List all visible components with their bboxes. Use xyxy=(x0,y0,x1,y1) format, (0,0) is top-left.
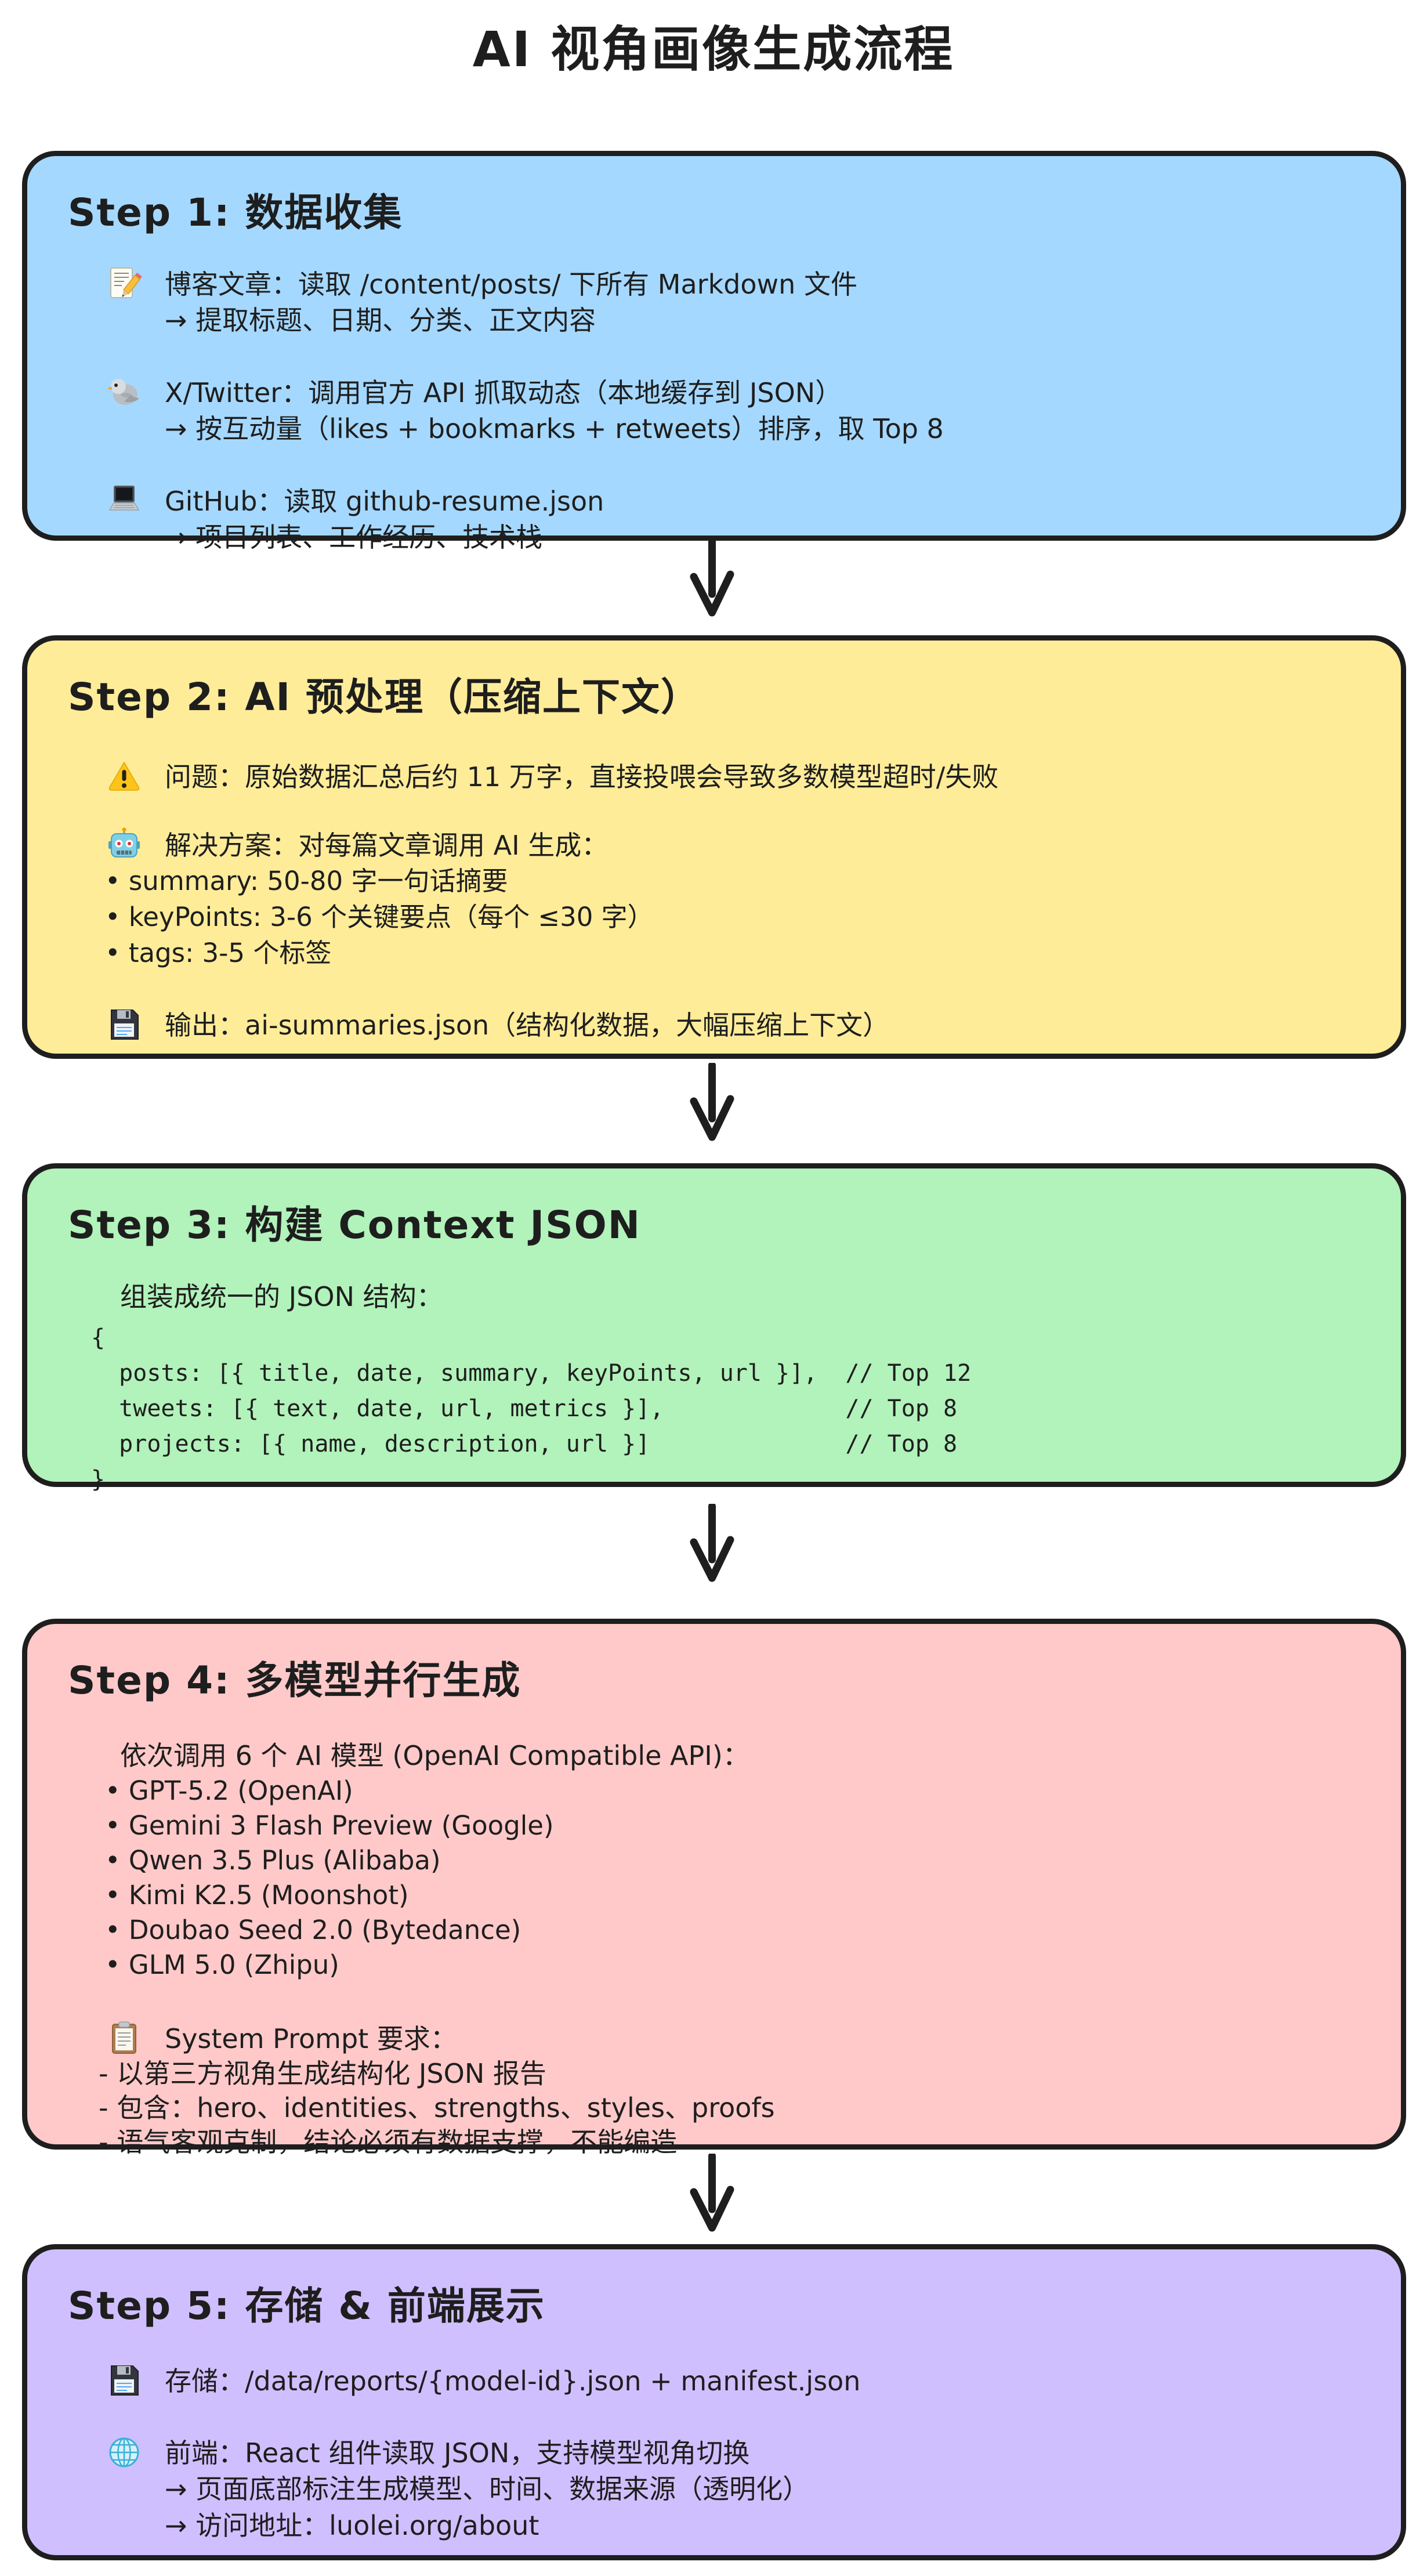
step-4-heading: Step 4: 多模型并行生成 xyxy=(68,1658,521,1703)
code-line-close: } xyxy=(91,1466,106,1493)
step2-bullet-keypoints: • keyPoints: 3-6 个关键要点（每个 ≤30 字） xyxy=(105,902,654,932)
floppy-icon xyxy=(107,2363,143,2399)
step1-github-text: GitHub：读取 github-resume.json xyxy=(165,486,604,517)
step-2-box: Step 2: AI 预处理（压缩上下文） 问题：原始数据汇总后约 11 万字，… xyxy=(22,635,1406,1059)
step-2-heading: Step 2: AI 预处理（压缩上下文） xyxy=(68,675,700,719)
step-5-heading: Step 5: 存储 & 前端展示 xyxy=(68,2284,545,2328)
step2-item-problem: 问题：原始数据汇总后约 11 万字，直接投喂会导致多数模型超时/失败 xyxy=(107,759,1366,795)
step5-storage-text: 存储：/data/reports/{model-id}.json + manif… xyxy=(165,2365,861,2397)
step4-prompt-rules: - 以第三方视角生成结构化 JSON 报告 - 包含：hero、identiti… xyxy=(99,2057,1366,2159)
code-line-open: { xyxy=(91,1325,106,1351)
step2-item-solution: 解决方案：对每篇文章调用 AI 生成： xyxy=(107,827,1366,863)
rule-sections: - 包含：hero、identities、strengths、styles、pr… xyxy=(99,2092,775,2123)
model-qwen: • Qwen 3.5 Plus (Alibaba) xyxy=(105,1845,441,1876)
robot-icon xyxy=(107,827,143,863)
step4-model-list: • GPT-5.2 (OpenAI) • Gemini 3 Flash Prev… xyxy=(105,1774,1366,1982)
warning-icon xyxy=(107,759,143,795)
step5-frontend-text: 前端：React 组件读取 JSON，支持模型视角切换 xyxy=(165,2437,750,2469)
model-gpt: • GPT-5.2 (OpenAI) xyxy=(105,1775,353,1806)
step-1-box: Step 1: 数据收集 博客文章：读取 /content/posts/ 下所有… xyxy=(22,151,1406,553)
step2-output-text: 输出：ai-summaries.json（结构化数据，大幅压缩上下文） xyxy=(165,1010,890,1041)
step-5-box: Step 5: 存储 & 前端展示 存储：/data/reports/{mode… xyxy=(22,2244,1406,2560)
step4-item-prompt: System Prompt 要求： xyxy=(107,2021,1366,2057)
step5-frontend-sub1: → 页面底部标注生成模型、时间、数据来源（透明化） xyxy=(165,2473,810,2505)
page-title: AI 视角画像生成流程 xyxy=(472,21,955,78)
flow-arrow-4 xyxy=(690,2154,734,2232)
model-gemini: • Gemini 3 Flash Preview (Google) xyxy=(105,1810,554,1841)
step3-intro: 组装成统一的 JSON 结构： xyxy=(120,1281,443,1312)
code-line-posts: posts: [{ title, date, summary, keyPoint… xyxy=(91,1360,972,1387)
step2-problem-text: 问题：原始数据汇总后约 11 万字，直接投喂会导致多数模型超时/失败 xyxy=(165,761,999,793)
step1-blog-sub: → 提取标题、日期、分类、正文内容 xyxy=(165,305,596,336)
code-line-tweets: tweets: [{ text, date, url, metrics }], … xyxy=(91,1395,958,1422)
step1-github-sub: → 项目列表、工作经历、技术栈 xyxy=(165,522,543,553)
step-3-heading: Step 3: 构建 Context JSON xyxy=(68,1203,641,1247)
step3-code-block: { posts: [{ title, date, summary, keyPoi… xyxy=(91,1320,1366,1497)
step5-item-storage: 存储：/data/reports/{model-id}.json + manif… xyxy=(107,2363,1366,2399)
clipboard-icon xyxy=(107,2021,143,2057)
step2-solution-text: 解决方案：对每篇文章调用 AI 生成： xyxy=(165,830,609,861)
model-glm: • GLM 5.0 (Zhipu) xyxy=(105,1949,339,1980)
step1-twitter-text: X/Twitter：调用官方 API 抓取动态（本地缓存到 JSON） xyxy=(165,377,842,408)
step5-frontend-sub2: → 访问地址：luolei.org/about xyxy=(165,2510,539,2541)
step2-item-output: 输出：ai-summaries.json（结构化数据，大幅压缩上下文） xyxy=(107,1007,1366,1043)
memo-icon xyxy=(107,266,143,302)
bird-icon xyxy=(107,375,143,411)
globe-icon xyxy=(107,2435,143,2471)
step-3-box: Step 3: 构建 Context JSON 组装成统一的 JSON 结构： … xyxy=(22,1163,1406,1493)
step-4-box: Step 4: 多模型并行生成 依次调用 6 个 AI 模型 (OpenAI C… xyxy=(22,1619,1406,2158)
step2-bullet-tags: • tags: 3-5 个标签 xyxy=(105,938,332,968)
step4-prompt-title: System Prompt 要求： xyxy=(165,2023,457,2054)
model-doubao: • Doubao Seed 2.0 (Bytedance) xyxy=(105,1915,521,1945)
step1-item-twitter: X/Twitter：调用官方 API 抓取动态（本地缓存到 JSON） → 按互… xyxy=(107,375,1366,447)
flow-arrow-3 xyxy=(690,1504,734,1582)
step-1-heading: Step 1: 数据收集 xyxy=(68,190,403,235)
step1-item-github: GitHub：读取 github-resume.json → 项目列表、工作经历… xyxy=(107,483,1366,556)
step1-twitter-sub: → 按互动量（likes + bookmarks + retweets）排序，取… xyxy=(165,413,944,444)
flow-arrow-1 xyxy=(690,538,734,617)
rule-perspective: - 以第三方视角生成结构化 JSON 报告 xyxy=(99,2058,546,2089)
step2-bullets: • summary: 50-80 字一句话摘要 • keyPoints: 3-6… xyxy=(105,863,1366,971)
flow-arrow-2 xyxy=(690,1063,734,1141)
model-kimi: • Kimi K2.5 (Moonshot) xyxy=(105,1880,409,1911)
step4-intro: 依次调用 6 个 AI 模型 (OpenAI Compatible API)： xyxy=(120,1740,749,1771)
rule-tone: - 语气客观克制，结论必须有数据支撑，不能编造 xyxy=(99,2126,678,2158)
floppy-icon xyxy=(107,1007,143,1043)
code-line-projects: projects: [{ name, description, url }] /… xyxy=(91,1431,958,1457)
step1-item-blog: 博客文章：读取 /content/posts/ 下所有 Markdown 文件 … xyxy=(107,266,1366,339)
step1-blog-text: 博客文章：读取 /content/posts/ 下所有 Markdown 文件 xyxy=(165,269,857,300)
step2-bullet-summary: • summary: 50-80 字一句话摘要 xyxy=(105,866,508,896)
laptop-icon xyxy=(107,483,143,519)
step5-item-frontend: 前端：React 组件读取 JSON，支持模型视角切换 → 页面底部标注生成模型… xyxy=(107,2435,1366,2544)
